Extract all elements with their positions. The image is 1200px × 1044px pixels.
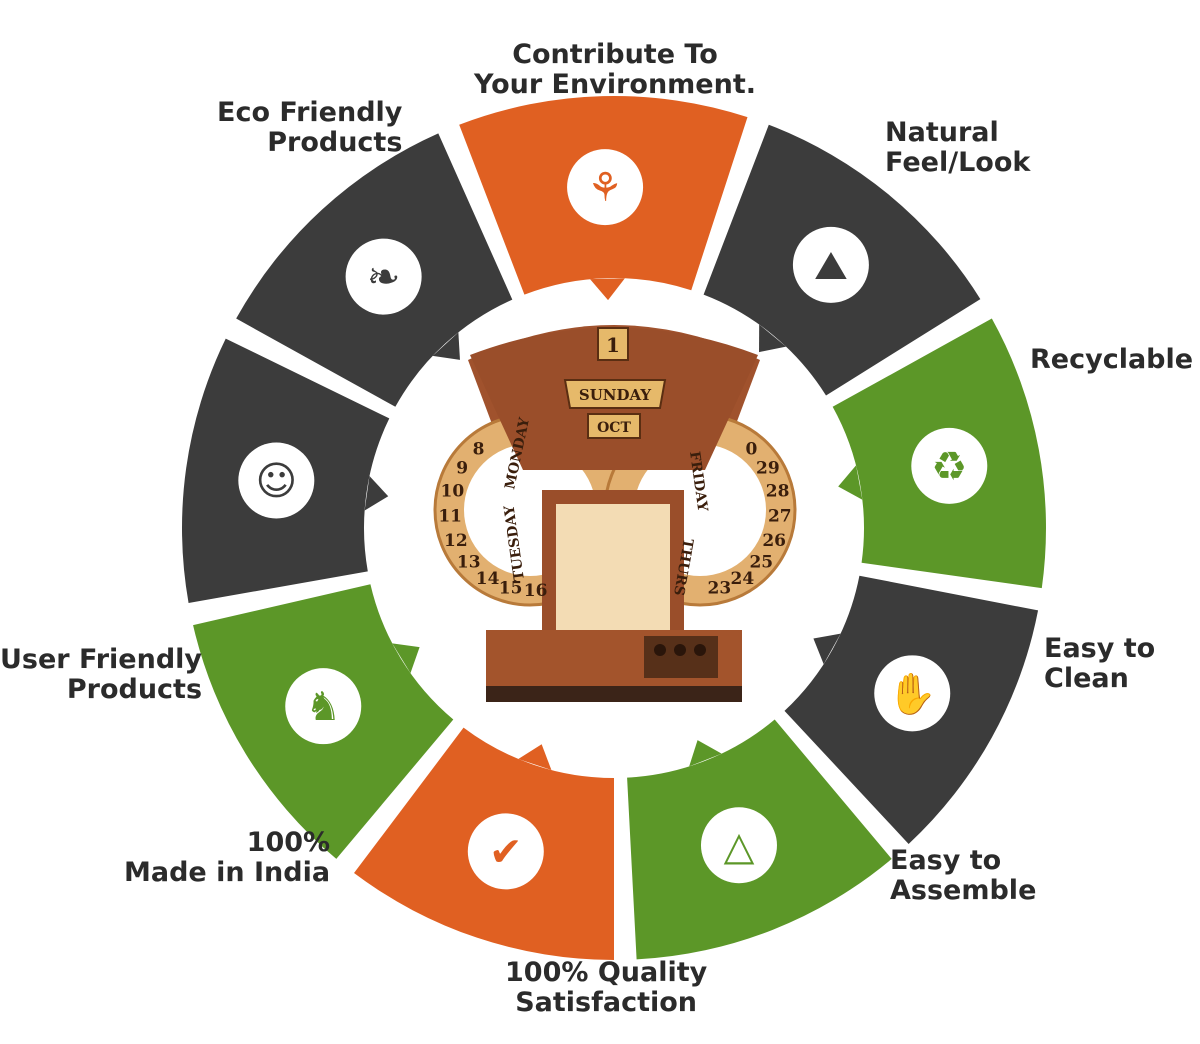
right-ring-number: 29 xyxy=(756,459,780,479)
pen-slot xyxy=(674,644,686,656)
month-name: OCT xyxy=(597,420,631,436)
leaf-hand-icon: ❧ xyxy=(367,255,401,301)
office-user-icon: ☺ xyxy=(255,459,297,505)
label-line-1: Easy to xyxy=(890,845,1002,876)
label-line-2: Feel/Look xyxy=(885,147,1031,178)
right-ring-number: 0 xyxy=(746,440,758,460)
left-ring-number: 8 xyxy=(473,440,485,460)
label-line-2: Clean xyxy=(1044,663,1129,694)
segment-pointer-easy-clean xyxy=(813,633,841,665)
label-line-2: Products xyxy=(267,127,403,158)
label-line-1: Natural xyxy=(885,117,999,148)
day-name: SUNDAY xyxy=(579,386,652,404)
left-ring-number: 11 xyxy=(438,507,462,527)
lion-icon: ♞ xyxy=(305,684,341,730)
quality-hand-icon: ✔ xyxy=(489,829,523,875)
segment-pointer-eco-friendly xyxy=(432,332,460,360)
mountain-sun-icon: ⛰ xyxy=(814,243,848,289)
label-line-1: Eco Friendly xyxy=(217,97,403,128)
photo-frame-insert xyxy=(556,504,670,644)
pen-holder xyxy=(644,636,718,678)
icon-circle-natural xyxy=(792,226,869,303)
calendar-base-bottom xyxy=(486,686,742,702)
month-box xyxy=(587,413,641,439)
left-ring-number: 9 xyxy=(456,459,468,479)
recycle-icon: ♻ xyxy=(931,444,967,490)
label-line-1: Contribute To xyxy=(512,39,718,70)
wooden-calendar-product: 1 SUNDAY OCT MONDAY TUESDAY FRIDAY THURS… xyxy=(433,325,797,702)
segment-pointer-user-friendly xyxy=(364,476,389,511)
right-ring-number: 23 xyxy=(708,579,732,599)
right-ring-number: 26 xyxy=(762,531,786,551)
pen-slot xyxy=(654,644,666,656)
label-line-2: Satisfaction xyxy=(515,987,698,1018)
segment-pointer-natural xyxy=(759,324,787,353)
left-ring-number: 10 xyxy=(441,482,465,502)
icon-circle-easy-assemble xyxy=(700,807,777,884)
icon-circle-quality xyxy=(467,813,544,890)
wipe-hand-icon: ✋ xyxy=(887,670,937,717)
date-number: 1 xyxy=(606,333,620,357)
segment-pointer-contribute xyxy=(590,278,625,301)
label-recyclable: Recyclable xyxy=(1030,345,1193,375)
segment-pointer-easy-assemble xyxy=(689,740,722,767)
left-ring-number: 12 xyxy=(444,531,468,551)
left-ring-number: 16 xyxy=(524,581,548,601)
label-line-1: 100% xyxy=(246,827,331,858)
icon-circle-made-india xyxy=(285,668,362,745)
label-line-1: Recyclable xyxy=(1030,344,1194,375)
right-ring-number: 25 xyxy=(749,552,773,572)
segment-pointer-quality xyxy=(518,744,552,771)
label-line-1: 100% Quality xyxy=(505,957,708,988)
left-ring-number: 15 xyxy=(499,579,523,599)
right-ring-number: 24 xyxy=(731,569,755,589)
left-ring-number: 13 xyxy=(457,552,481,572)
icon-circle-recyclable xyxy=(911,427,988,504)
right-ring-number: 27 xyxy=(768,507,792,527)
icon-circle-eco-friendly xyxy=(345,238,422,315)
label-line-1: User Friendly xyxy=(0,644,203,675)
icon-circle-user-friendly xyxy=(238,442,315,519)
segment-pointer-recyclable xyxy=(838,465,863,500)
icon-circle-easy-clean xyxy=(874,655,951,732)
label-line-2: Your Environment. xyxy=(474,69,756,100)
label-line-2: Products xyxy=(66,674,203,705)
right-ring-number: 28 xyxy=(766,482,790,502)
plant-hands-icon: ⚘ xyxy=(587,165,623,211)
label-line-2: Assemble xyxy=(890,875,1037,906)
assemble-triangle-icon: △ xyxy=(724,823,755,869)
segment-pointer-made-india xyxy=(392,643,420,674)
label-line-2: Made in India xyxy=(124,857,331,888)
day-banner xyxy=(563,379,667,409)
label-line-1: Easy to xyxy=(1044,633,1156,664)
pen-slot xyxy=(694,644,706,656)
icon-circle-contribute xyxy=(567,149,644,226)
left-ring-number: 14 xyxy=(476,569,500,589)
label-made-india: 100%Made in India xyxy=(124,828,330,888)
date-box xyxy=(597,327,629,361)
